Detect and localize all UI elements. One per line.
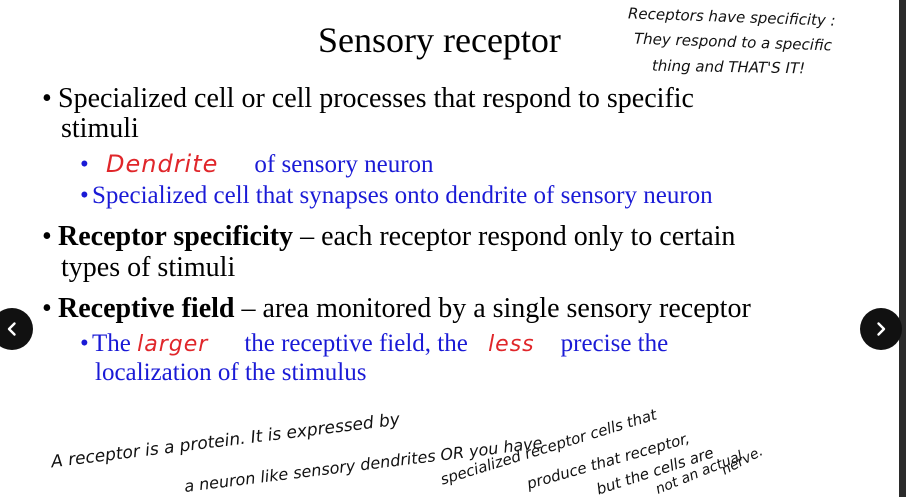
bullet-text: Specialized cell or cell processes that … [58, 83, 694, 114]
bullet-marker: • [42, 293, 52, 324]
viewer-edge-bar [899, 0, 906, 497]
bullet-bold-term: Receptive field [58, 293, 235, 324]
next-slide-button[interactable] [860, 308, 902, 350]
sub-bullet-receptive-field-size: •The larger the receptive field, the less… [80, 330, 668, 359]
handwritten-note-line: thing and THAT'S IT! [651, 56, 806, 78]
bullet-specialized-cell: •Specialized cell or cell processes that… [42, 84, 694, 114]
sub-bullet-text: precise the [560, 330, 669, 357]
slide-title: Sensory receptor [318, 20, 561, 60]
bullet-receptor-specificity: •Receptor specificity – each receptor re… [42, 222, 735, 252]
bullet-receptive-field: •Receptive field – area monitored by a s… [42, 294, 751, 324]
handwritten-note-line: Receptors have specificity : [627, 4, 836, 30]
bullet-text: – each receptor respond only to certain [293, 221, 736, 252]
handwritten-larger: larger [137, 332, 209, 357]
sub-bullet-specialized-synapse: •Specialized cell that synapses onto den… [80, 182, 713, 210]
previous-slide-button[interactable] [0, 308, 33, 350]
sub-bullet-text: the receptive field, the [244, 330, 475, 357]
handwritten-dendrite: Dendrite [106, 150, 219, 178]
sub-bullet-text: The [92, 330, 138, 357]
bullet-bold-term: Receptor specificity [58, 221, 294, 252]
handwritten-note-line: nerve. [718, 443, 766, 479]
bullet-marker: • [42, 83, 52, 114]
bullet-marker: • [80, 151, 89, 178]
handwritten-less: less [488, 332, 535, 357]
sub-bullet-continuation: localization of the stimulus [95, 359, 367, 386]
bullet-continuation: types of stimuli [61, 252, 236, 283]
bullet-marker: • [80, 330, 89, 357]
chevron-left-icon [3, 320, 21, 338]
sub-bullet-text: of sensory neuron [254, 151, 434, 178]
bullet-continuation: stimuli [61, 113, 139, 144]
chevron-right-icon [872, 320, 890, 338]
sub-bullet-dendrite: • Dendrite of sensory neuron [80, 150, 434, 179]
handwritten-note-line: They respond to a specific [633, 29, 833, 55]
sub-bullet-text: Specialized cell that synapses onto dend… [92, 182, 713, 209]
bullet-marker: • [42, 221, 52, 252]
bullet-marker: • [80, 182, 89, 209]
bullet-text: – area monitored by a single sensory rec… [234, 293, 751, 324]
